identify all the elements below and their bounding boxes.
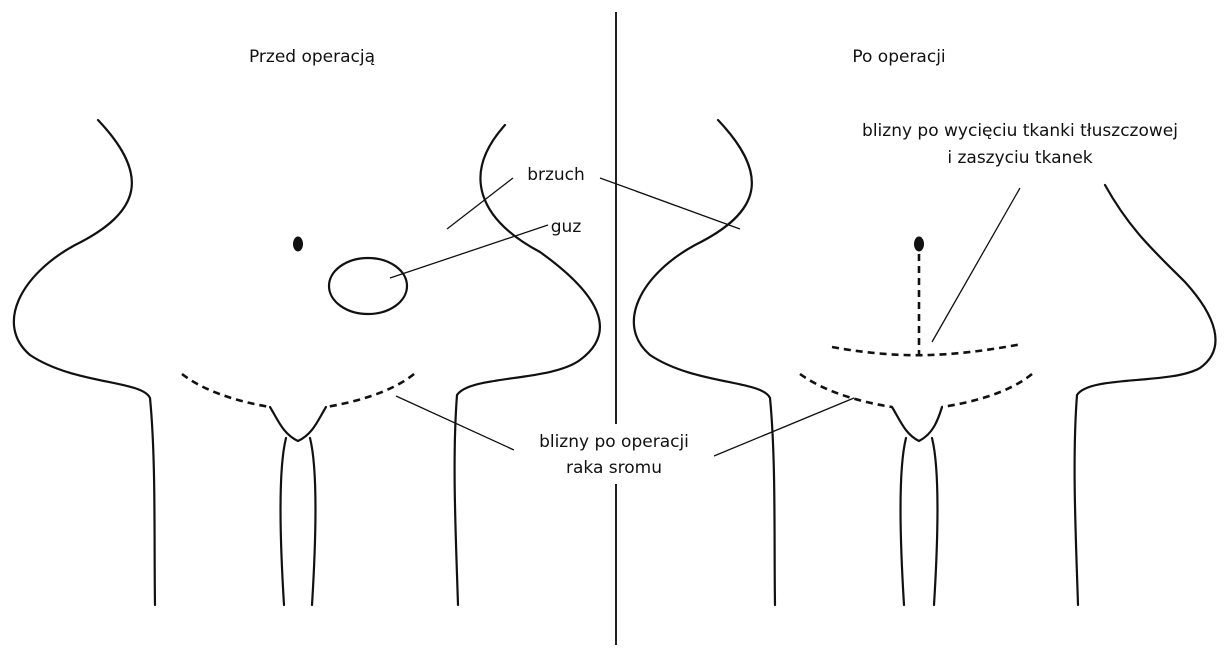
before-right-groin-scar bbox=[326, 374, 414, 407]
before-panel: Przed operacją bbox=[14, 47, 600, 605]
before-left-groin-scar bbox=[182, 374, 270, 407]
abdomen-label: brzuch bbox=[527, 165, 585, 185]
vulvar-scars-label-line1: blizny po operacji bbox=[539, 432, 689, 452]
after-body-right-outline bbox=[1075, 185, 1216, 605]
before-inner-leg-left bbox=[281, 438, 287, 605]
after-navel bbox=[914, 237, 924, 252]
abdomen-leader-right bbox=[600, 178, 740, 229]
after-body-left-outline bbox=[634, 120, 775, 605]
before-navel bbox=[293, 237, 303, 252]
before-body-right-outline bbox=[455, 125, 600, 605]
excision-scars-label-line1: blizny po wycięciu tkanki tłuszczowej bbox=[862, 121, 1178, 141]
before-inner-leg-right bbox=[310, 438, 316, 605]
excision-scars-label-line2: i zaszyciu tkanek bbox=[947, 148, 1092, 168]
after-title: Po operacji bbox=[852, 47, 945, 67]
excision-scars-leader bbox=[932, 188, 1020, 342]
horizontal-excision-scar bbox=[832, 344, 1022, 355]
vulvar-scars-label-line2: raka sromu bbox=[566, 458, 662, 478]
before-body-left-outline bbox=[14, 120, 155, 605]
after-inner-leg-right bbox=[932, 438, 938, 605]
before-title: Przed operacją bbox=[249, 47, 375, 67]
tumor-leader bbox=[390, 225, 548, 278]
tumor-label: guz bbox=[551, 217, 582, 237]
after-right-groin-scar bbox=[942, 374, 1032, 407]
before-vulva-outline bbox=[270, 407, 326, 441]
after-vulva-outline bbox=[892, 407, 942, 441]
tumor-circle bbox=[329, 258, 407, 314]
vulvar-scars-leader-right bbox=[714, 398, 854, 456]
after-inner-leg-left bbox=[901, 438, 907, 605]
after-left-groin-scar bbox=[800, 374, 892, 407]
